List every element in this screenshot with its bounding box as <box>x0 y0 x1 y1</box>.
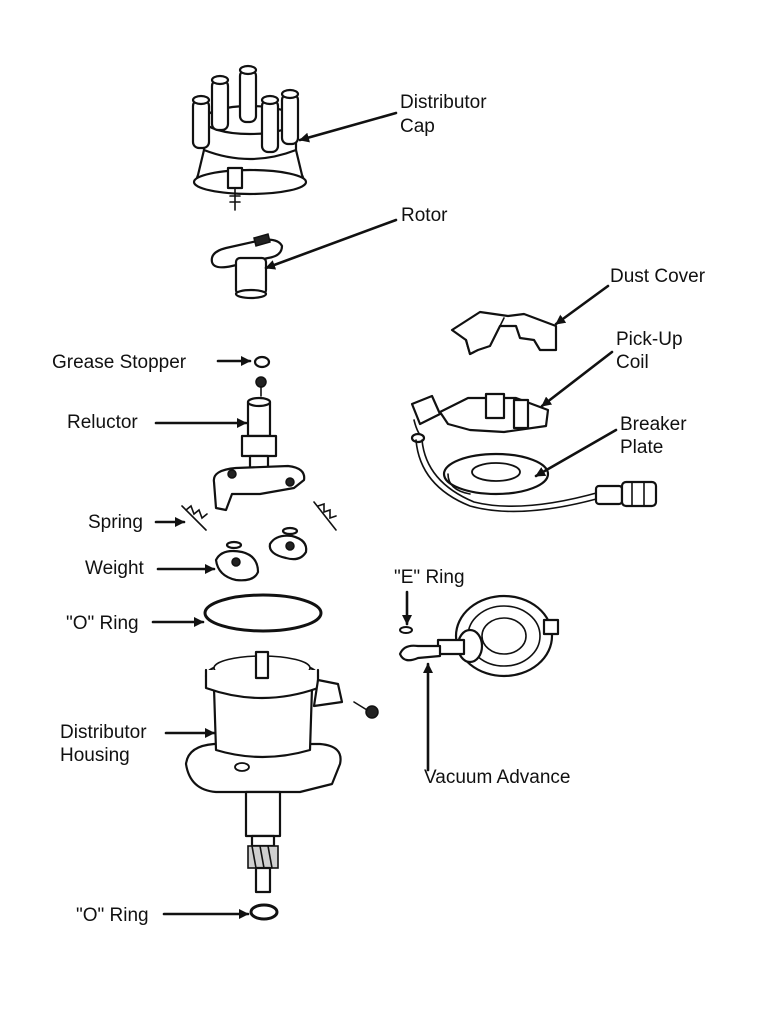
e-ring-part <box>399 626 413 634</box>
label-distributor-housing-line1: Distributor <box>60 722 147 743</box>
label-grease-stopper: Grease Stopper <box>52 352 187 373</box>
dust-cover-part <box>450 310 558 356</box>
vacuum-advance-part <box>398 594 560 678</box>
distributor-housing-part <box>184 650 344 894</box>
grease-stopper-part <box>253 355 271 369</box>
label-e-ring: "E" Ring <box>394 567 465 588</box>
weight-part-right <box>268 526 308 561</box>
rotor-part <box>210 233 284 300</box>
label-dust-cover: Dust Cover <box>610 266 706 287</box>
spring-part-right <box>313 501 337 531</box>
label-o-ring-upper: "O" Ring <box>66 613 139 634</box>
pick-up-wire-part <box>415 439 601 513</box>
label-breaker-plate-line2: Plate <box>620 437 664 458</box>
label-weight: Weight <box>85 558 144 579</box>
weight-part-left <box>214 540 260 582</box>
leader-distributor-cap <box>298 111 398 143</box>
breaker-plate-part <box>442 452 550 496</box>
distributor-cap-part <box>191 64 308 211</box>
leader-dust-cover <box>554 284 610 326</box>
leader-lines <box>151 111 618 919</box>
label-pick-up-coil-line2: Coil <box>616 352 649 373</box>
pick-up-coil-part <box>410 392 550 444</box>
leader-rotor <box>264 218 398 270</box>
label-o-ring-lower: "O" Ring <box>76 905 149 926</box>
label-distributor-cap-line1: Distributor <box>400 92 487 113</box>
label-distributor-housing-line2: Housing <box>60 745 130 766</box>
label-vacuum-advance: Vacuum Advance <box>424 767 571 788</box>
label-breaker-plate-line1: Breaker <box>620 414 687 435</box>
label-spring: Spring <box>88 512 143 533</box>
label-reluctor: Reluctor <box>67 412 138 433</box>
housing-screw-part <box>353 701 379 719</box>
o-ring-upper-part <box>203 593 323 633</box>
label-pick-up-coil-line1: Pick-Up <box>616 329 683 350</box>
leader-pick-up-coil <box>540 350 614 408</box>
reluctor-part <box>212 396 306 512</box>
label-distributor-cap-line2: Cap <box>400 116 435 137</box>
label-rotor: Rotor <box>401 205 448 226</box>
connector-plug-part <box>594 480 658 508</box>
spring-part-left <box>181 504 208 531</box>
o-ring-lower-part <box>249 903 279 921</box>
leader-breaker-plate <box>534 428 618 478</box>
small-screw-part <box>255 376 267 397</box>
